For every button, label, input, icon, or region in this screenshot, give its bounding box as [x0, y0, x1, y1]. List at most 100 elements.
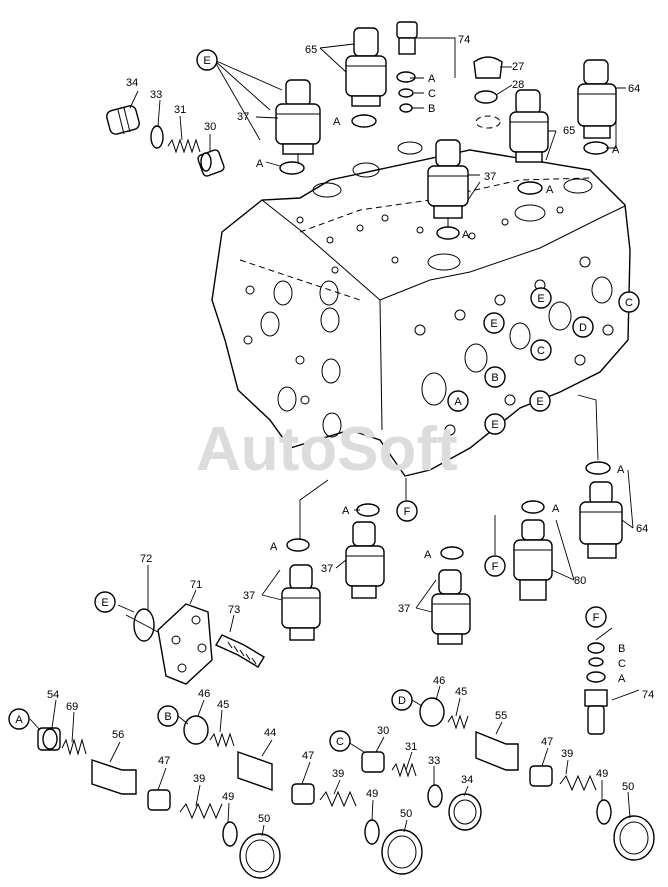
circle-a-2: A — [15, 714, 23, 726]
ref-a-1: A — [333, 116, 341, 128]
ref-b-12: B — [618, 643, 625, 655]
callout-49-d: 49 — [596, 768, 608, 780]
o-ring-a-center — [436, 226, 460, 240]
callout-74-lower: 74 — [642, 689, 654, 701]
ref-a-8: A — [342, 505, 350, 517]
callout-50-b: 50 — [400, 808, 412, 820]
o-ring-a-right2 — [583, 141, 609, 155]
circle-f-2: F — [492, 561, 499, 573]
o-ring-lower-1 — [286, 538, 310, 552]
circle-c-1: C — [625, 297, 633, 309]
callout-45-d: 45 — [455, 686, 467, 698]
callout-39-d: 39 — [561, 748, 573, 760]
circle-a-1: A — [454, 396, 462, 408]
relief-valve-center — [427, 139, 469, 230]
watermark-text: AutoSoft — [196, 415, 458, 484]
callout-47-d: 47 — [541, 736, 553, 748]
callout-54: 54 — [47, 689, 59, 701]
bottom-row-a — [37, 727, 281, 879]
callout-27: 27 — [512, 61, 524, 73]
relief-valve-64-lower — [579, 481, 623, 559]
circle-e-5: E — [101, 597, 108, 609]
callout-55: 55 — [495, 710, 507, 722]
circle-c-2: C — [537, 345, 545, 357]
callout-50-a: 50 — [258, 813, 270, 825]
o-ring-lower-80 — [521, 500, 545, 514]
relief-valve-right-2 — [577, 59, 617, 139]
ref-c-3: C — [428, 88, 436, 100]
relief-valve-lower-3 — [431, 569, 471, 645]
o-ring-a-top — [351, 114, 377, 128]
callout-64-top: 64 — [628, 83, 640, 95]
o-ring-a-74 — [396, 71, 416, 83]
callout-64-lower: 64 — [636, 523, 648, 535]
relief-valve-upper-left — [275, 79, 321, 162]
ref-b-3: B — [428, 103, 435, 115]
circle-e-4: E — [491, 419, 498, 431]
callout-37-l3: 37 — [398, 603, 410, 615]
ref-a-11: A — [617, 464, 625, 476]
ref-a-12: A — [618, 673, 626, 685]
ref-a-5: A — [612, 144, 620, 156]
callout-37-left: 37 — [237, 111, 249, 123]
callout-31-top: 31 — [174, 104, 186, 116]
callout-39-b: 39 — [332, 768, 344, 780]
callout-44: 44 — [264, 727, 276, 739]
callout-45-b: 45 — [217, 699, 229, 711]
circle-b-2: B — [164, 711, 171, 723]
circle-e-3: E — [536, 396, 543, 408]
callout-34-c: 34 — [461, 774, 473, 786]
ref-a-3: A — [428, 73, 436, 85]
callout-37-center: 37 — [484, 171, 496, 183]
callout-46-b: 46 — [198, 688, 210, 700]
callout-80: 80 — [574, 575, 586, 587]
callout-72: 72 — [140, 553, 152, 565]
o-ring-lower-64 — [585, 461, 611, 475]
callout-33-c: 33 — [428, 755, 440, 767]
o-ring-28 — [474, 90, 498, 104]
o-ring-c-74 — [398, 88, 414, 98]
callout-28: 28 — [512, 79, 524, 91]
bottom-row-c — [361, 751, 482, 831]
relief-valve-80 — [513, 519, 553, 601]
spring-31-upper — [167, 138, 201, 154]
relief-valve-upper-center — [345, 27, 387, 107]
letter-marks: A A A C B A A A A A A A A B C A — [256, 73, 626, 685]
o-ring-a-left — [279, 161, 305, 175]
ref-c-12: C — [618, 658, 626, 670]
bottom-row-b — [183, 715, 423, 875]
o-ring-a-right1 — [517, 181, 543, 195]
callout-50-d: 50 — [622, 781, 634, 793]
callout-69: 69 — [66, 701, 78, 713]
callout-47-a: 47 — [158, 755, 170, 767]
o-ring-lower-2 — [356, 503, 380, 517]
callout-65-right: 65 — [563, 125, 575, 137]
circle-d-1: D — [579, 322, 587, 334]
leader-lines — [29, 37, 640, 837]
relief-valve-lower-2 — [345, 521, 385, 599]
circle-c-3: C — [336, 736, 344, 748]
ref-a-4: A — [546, 184, 554, 196]
callout-31-c: 31 — [405, 741, 417, 753]
relief-valve-lower-1 — [281, 564, 321, 641]
callout-34-top: 34 — [126, 77, 138, 89]
ref-a-7: A — [270, 541, 278, 553]
plunger-30-upper — [197, 149, 225, 177]
callout-37-l1: 37 — [243, 590, 255, 602]
callout-74-top: 74 — [458, 34, 470, 46]
o-ring-lower-3 — [440, 546, 464, 560]
callout-46-d: 46 — [433, 675, 445, 687]
circle-f-1: F — [404, 506, 411, 518]
ref-a-6: A — [462, 229, 470, 241]
ref-a-9: A — [424, 549, 432, 561]
callout-30-top: 30 — [204, 121, 216, 133]
callout-30-c: 30 — [377, 725, 389, 737]
plug-74-top — [396, 21, 418, 55]
plug-27 — [473, 56, 503, 79]
circle-e-top: E — [203, 55, 210, 67]
circle-e-1: E — [537, 293, 544, 305]
circle-f-3: F — [593, 612, 600, 624]
callout-39-a: 39 — [193, 773, 205, 785]
o-ring-33-upper — [150, 125, 164, 149]
plug-74-lower — [584, 642, 608, 735]
